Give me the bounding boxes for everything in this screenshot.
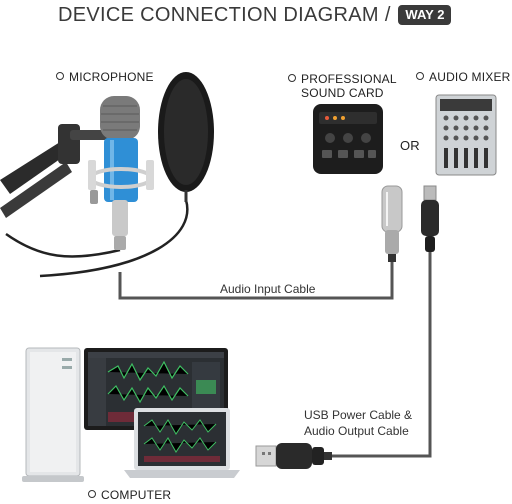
or-label: OR [400,138,420,153]
usb-output-cable [330,252,432,458]
way-badge: WAY 2 [398,5,452,25]
boom-arm [0,124,110,218]
microphone-label-text: MICROPHONE [69,70,154,84]
audio-mixer-label: AUDIO MIXER [416,70,511,84]
usb-cable-label-line1: USB Power Cable & [304,408,413,422]
bullet-icon [88,490,96,498]
audio-mixer-icon [435,94,497,176]
bullet-icon [56,72,64,80]
computer-label-text: COMPUTER [101,488,172,502]
xlr-connector-icon [381,185,403,262]
microphone-icon [88,96,154,250]
sound-card-label: PROFESSIONAL SOUND CARD [288,72,397,100]
pop-filter-icon [158,72,214,202]
bullet-icon [288,74,296,82]
computer-label: COMPUTER [88,488,171,502]
title-separator: / [384,3,391,26]
audio-mixer-label-text: AUDIO MIXER [429,70,511,84]
bullet-icon [416,72,424,80]
audio-input-cable-label: Audio Input Cable [220,282,316,296]
microphone-cable [5,199,189,278]
computer-icon [22,347,240,482]
usb-a-plug-icon [255,443,332,469]
sound-card-icon [313,104,383,174]
sound-card-label-line1: PROFESSIONAL [301,72,397,86]
microphone-label: MICROPHONE [56,70,154,84]
usb-connector-icon [421,185,439,252]
diagram-title: DEVICE CONNECTION DIAGRAM / WAY 2 [58,2,452,28]
title-text: DEVICE CONNECTION DIAGRAM [58,3,379,26]
audio-input-cable [118,262,394,300]
sound-card-label-line2: SOUND CARD [301,86,384,100]
usb-cable-label-line2: Audio Output Cable [304,424,409,438]
